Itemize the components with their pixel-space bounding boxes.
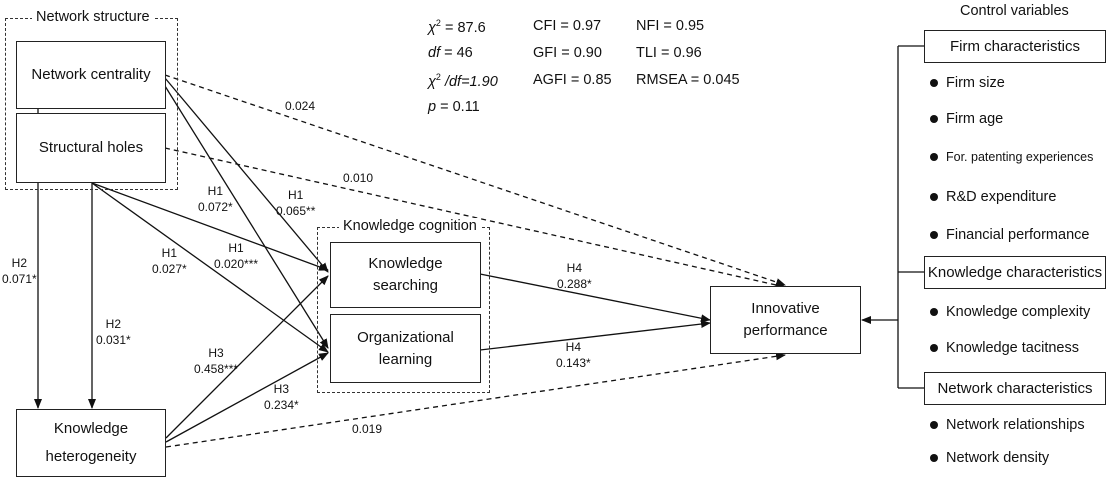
control-firm-characteristics: Firm characteristics <box>924 30 1106 63</box>
control-network-item: Network density <box>930 450 1049 466</box>
stat-gfi: GFI = 0.90 <box>533 45 602 61</box>
arrow-kh-ol <box>165 352 329 443</box>
stat-tli: TLI = 0.96 <box>636 45 702 61</box>
label-h4-a: H4 0.288* <box>557 261 592 292</box>
arrow-nc-ol <box>164 85 329 349</box>
arrow-kh-ks <box>165 275 329 439</box>
label-h1-c: H1 0.027* <box>152 246 187 277</box>
control-network-characteristics: Network characteristics <box>924 372 1106 405</box>
node-innovative-performance-line1: Innovative <box>751 300 820 318</box>
label-nc-ip: 0.024 <box>285 99 316 113</box>
control-knowledge-item: Knowledge tacitness <box>930 340 1079 356</box>
node-knowledge-heterogeneity: Knowledge heterogeneity <box>16 409 166 477</box>
stat-agfi: AGFI = 0.85 <box>533 72 612 88</box>
stat-nfi: NFI = 0.95 <box>636 18 705 34</box>
node-knowledge-heterogeneity-line1: Knowledge <box>53 419 129 437</box>
stat-df: df = 46 <box>428 45 473 61</box>
node-innovative-performance: Innovative performance <box>710 286 861 354</box>
label-kh-ip: 0.019 <box>352 422 383 436</box>
stat-rmsea: RMSEA = 0.045 <box>636 72 740 88</box>
arrow-sh-ks <box>91 182 329 271</box>
stat-cfi: CFI = 0.97 <box>533 18 602 34</box>
node-innovative-performance-line2: performance <box>743 322 828 339</box>
node-organizational-learning-line2: learning <box>378 350 433 368</box>
node-network-centrality-label: Network centrality <box>31 66 151 84</box>
control-firm-item: Firm size <box>930 75 1005 91</box>
control-network-item: Network relationships <box>930 417 1085 433</box>
arrow-nc-ip-dashed <box>164 74 786 286</box>
control-firm-item: For. patenting experiences <box>930 150 1093 164</box>
node-knowledge-searching-line1: Knowledge <box>368 255 443 273</box>
label-h2-a: H2 0.071* <box>2 256 37 287</box>
node-organizational-learning: Organizational learning <box>330 314 481 383</box>
network-structure-title: Network structure <box>32 9 154 25</box>
label-h1-d: H1 0.020*** <box>214 241 259 272</box>
arrow-sh-ip-dashed <box>164 147 786 289</box>
control-firm-item: Firm age <box>930 111 1003 127</box>
node-knowledge-searching-line2: searching <box>372 277 439 294</box>
node-network-centrality: Network centrality <box>16 41 166 109</box>
label-h2-b: H2 0.031* <box>96 317 131 348</box>
label-h3-b: H3 0.234* <box>264 382 299 413</box>
label-h4-b: H4 0.143* <box>556 340 591 371</box>
arrow-nc-ks <box>164 77 329 273</box>
stat-chi2-df: χ2 /df=1.90 <box>428 72 498 90</box>
label-h1-b: H1 0.065** <box>276 188 316 219</box>
arrow-ol-ip <box>479 320 711 351</box>
arrow-ks-ip <box>479 273 711 323</box>
label-h1-a: H1 0.072* <box>198 184 233 215</box>
node-knowledge-heterogeneity-line2: heterogeneity <box>45 448 137 465</box>
arrow-sh-ol <box>91 182 329 353</box>
control-firm-item: R&D expenditure <box>930 189 1056 205</box>
label-h3-a: H3 0.458*** <box>194 346 239 377</box>
node-structural-holes-label: Structural holes <box>38 139 144 157</box>
node-organizational-learning-line1: Organizational <box>357 328 454 346</box>
control-knowledge-characteristics: Knowledge characteristics <box>924 256 1106 289</box>
control-knowledge-item: Knowledge complexity <box>930 304 1090 320</box>
control-firm-item: Financial performance <box>930 227 1089 243</box>
node-structural-holes: Structural holes <box>16 113 166 183</box>
control-variables-title: Control variables <box>960 3 1069 19</box>
node-knowledge-searching: Knowledge searching <box>330 242 481 308</box>
label-sh-ip: 0.010 <box>343 171 374 185</box>
stat-chi2: χ2 = 87.6 <box>428 18 486 36</box>
knowledge-cognition-title: Knowledge cognition <box>339 218 481 234</box>
stat-p: p = 0.11 <box>428 99 480 115</box>
